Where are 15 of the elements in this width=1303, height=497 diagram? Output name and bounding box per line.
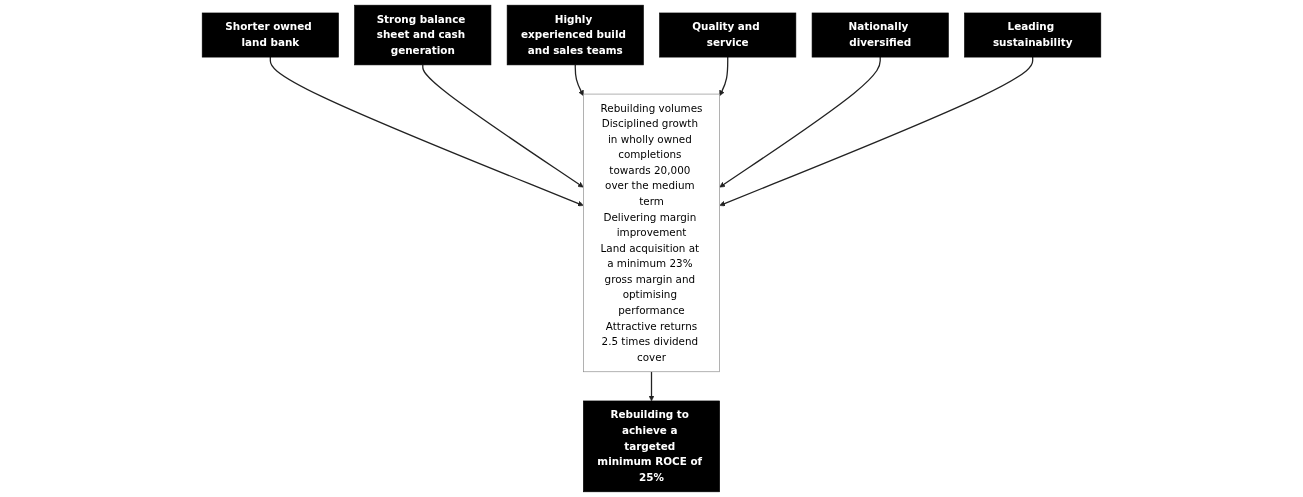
node-box: Strong balance sheet and cash generation	[354, 4, 492, 66]
arrow	[422, 64, 584, 188]
node-box: Shorter owned land bank	[201, 12, 339, 58]
arrow	[648, 371, 655, 402]
node-box: Quality and service	[659, 12, 797, 58]
node-box: Rebuilding to achieve a targeted minimum ROCE of 25%	[583, 400, 720, 493]
arrow	[719, 56, 881, 188]
arrow	[719, 56, 729, 97]
node-box: Nationally diversified	[811, 12, 949, 58]
arrow	[269, 56, 584, 207]
arrow	[574, 64, 584, 97]
node-box: Leading sustainability	[964, 12, 1102, 58]
node-box: Highly experienced build and sales teams	[506, 4, 644, 66]
arrow	[719, 56, 1034, 207]
node-box: Rebuilding volumes Disciplined growth in wholly owned completions towards 20,000 over the medium term Delivering margin improvement Land acquisition at a minimum 23% gross margin and optimising performance Attractive returns 2.5 times dividend cover	[583, 93, 720, 373]
